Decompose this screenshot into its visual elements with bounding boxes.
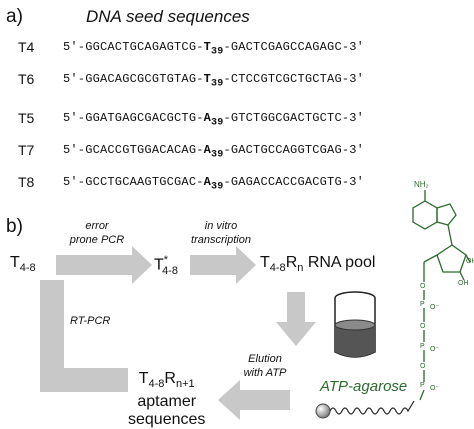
seq-mid: T39 [203, 40, 224, 58]
seq-row-name: T4 [18, 39, 35, 55]
atp-ominus-label-1: O⁻ [430, 304, 440, 311]
step-rtpcr-label: RT-PCR [70, 315, 111, 327]
node-t-star: T*4-8 [154, 254, 178, 277]
panel-a-title: DNA seed sequences [86, 7, 250, 26]
arrow-down [276, 292, 316, 346]
seq-suffix: -GACTGCCAGGTCGAG-3′ [223, 143, 365, 157]
step-pcr-label: error prone PCR [69, 220, 125, 246]
seq-row-sequence: 5′-GGCACTGCAGAGTCG-T39-GACTCGAGCCAGAGC-3… [63, 40, 364, 57]
seq-prefix: 5′-GGATGAGCGACGCTG- [63, 111, 204, 125]
panel-a-label: a) [6, 6, 23, 27]
node-t4-8: T4-8 [10, 254, 36, 275]
atp-o-label-2: O [420, 323, 426, 330]
seq-row-name: T7 [18, 142, 35, 158]
arrow-rtpcr [40, 280, 128, 392]
seq-prefix: 5′-GGCACTGCAGAGTCG- [63, 40, 204, 54]
seq-mid: A39 [203, 111, 224, 129]
atp-oh-label-1: OH [466, 258, 474, 265]
seq-suffix: -CTCCGTCGCTGCTAG-3′ [223, 72, 365, 86]
seq-row-name: T6 [18, 71, 35, 87]
seq-row-sequence: 5′-GGATGAGCGACGCTG-A39-GTCTGGCGACTGCTC-3… [63, 111, 364, 128]
atp-p-label-3: P [420, 382, 425, 389]
atp-ominus-label-2: O⁻ [430, 346, 440, 353]
seq-row-sequence: 5′-GGACAGCGCGTGTAG-T39-CTCCGTCGCTGCTAG-3… [63, 72, 364, 89]
arrow-transcription [190, 246, 256, 284]
node-aptamer: T4-8Rn+1 aptamer sequences [128, 370, 206, 429]
atp-oh-label-2: OH [458, 280, 469, 287]
atp-o-label-1: O [420, 283, 426, 290]
panel-b-label: b) [6, 216, 23, 237]
step-elution-label: Elution with ATP [243, 353, 287, 379]
seq-prefix: 5′-GGACAGCGCGTGTAG- [63, 72, 204, 86]
seq-mid: A39 [203, 175, 224, 193]
seq-prefix: 5′-GCACCGTGGACACAG- [63, 143, 204, 157]
node-rna-pool: T4-8Rn RNA pool [260, 254, 376, 275]
seq-prefix: 5′-GCCTGCAAGTGCGAC- [63, 175, 204, 189]
seq-mid: T39 [203, 72, 224, 90]
atp-ominus-label-3: O⁻ [430, 385, 440, 392]
seq-row-name: T5 [18, 110, 35, 126]
agarose-bead-icon [315, 403, 331, 419]
seq-suffix: -GACTCGAGCCAGAGC-3′ [223, 40, 365, 54]
seq-suffix: -GAGACCACCGACGTG-3′ [223, 175, 365, 189]
step-transcription-label: in vitro transcription [191, 220, 251, 246]
linker-chain [329, 400, 415, 415]
atp-structure [412, 190, 471, 401]
atp-p-label-2: P [420, 343, 425, 350]
seq-row-name: T8 [18, 174, 35, 190]
seq-row-sequence: 5′-GCCTGCAAGTGCGAC-A39-GAGACCACCGACGTG-3… [63, 175, 364, 192]
atp-p-label-1: P [420, 301, 425, 308]
seq-row-sequence: 5′-GCACCGTGGACACAG-A39-GACTGCCAGGTCGAG-3… [63, 143, 364, 160]
atp-nh2-label: NH₂ [414, 180, 429, 189]
atp-o-label-3: O [420, 363, 426, 370]
seq-mid: A39 [203, 143, 224, 161]
arrow-pcr [56, 246, 152, 284]
arrow-elution [218, 380, 290, 420]
tube-icon [334, 291, 376, 358]
atp-agarose-label: ATP-agarose [320, 378, 408, 395]
seq-suffix: -GTCTGGCGACTGCTC-3′ [223, 111, 365, 125]
